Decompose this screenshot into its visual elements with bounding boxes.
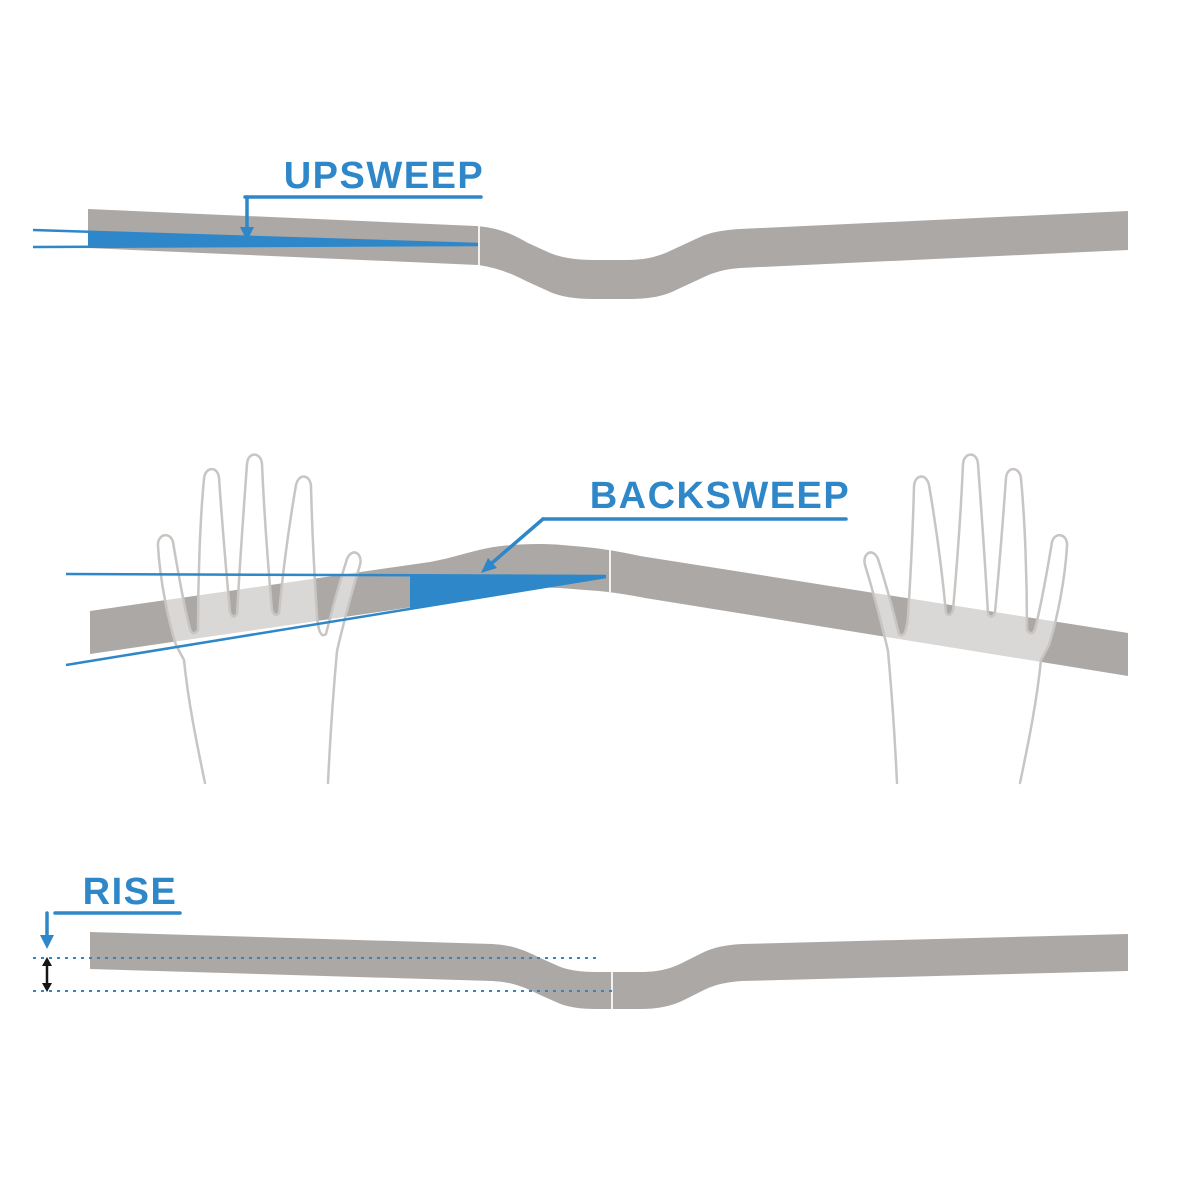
backsweep-arrowhead-icon (481, 558, 497, 573)
rise-arrowhead-icon (40, 935, 54, 949)
backsweep-section: BACKSWEEP (65, 453, 1128, 785)
backsweep-pointer-line (490, 517, 545, 565)
rise-measure-arrowhead-down-icon (42, 983, 52, 992)
right-hand-outline (863, 453, 1069, 785)
upsweep-section: UPSWEEP (32, 155, 1128, 299)
rise-label: RISE (83, 871, 178, 913)
backsweep-reference-line-sloped (65, 575, 607, 667)
backsweep-label: BACKSWEEP (590, 475, 851, 517)
upsweep-label: UPSWEEP (284, 155, 485, 197)
rise-section: RISE (33, 871, 1128, 1009)
handlebar-front-view (88, 209, 1128, 299)
upsweep-reference-line-upper (32, 228, 479, 246)
rise-measure-arrowhead-up-icon (42, 957, 52, 966)
upsweep-arrowhead-icon (240, 227, 254, 241)
handlebar-front-view-rise (90, 932, 1128, 1009)
upsweep-angle-wedge (88, 232, 478, 248)
left-hand-outline (156, 453, 362, 785)
backsweep-angle-wedge (410, 575, 606, 608)
